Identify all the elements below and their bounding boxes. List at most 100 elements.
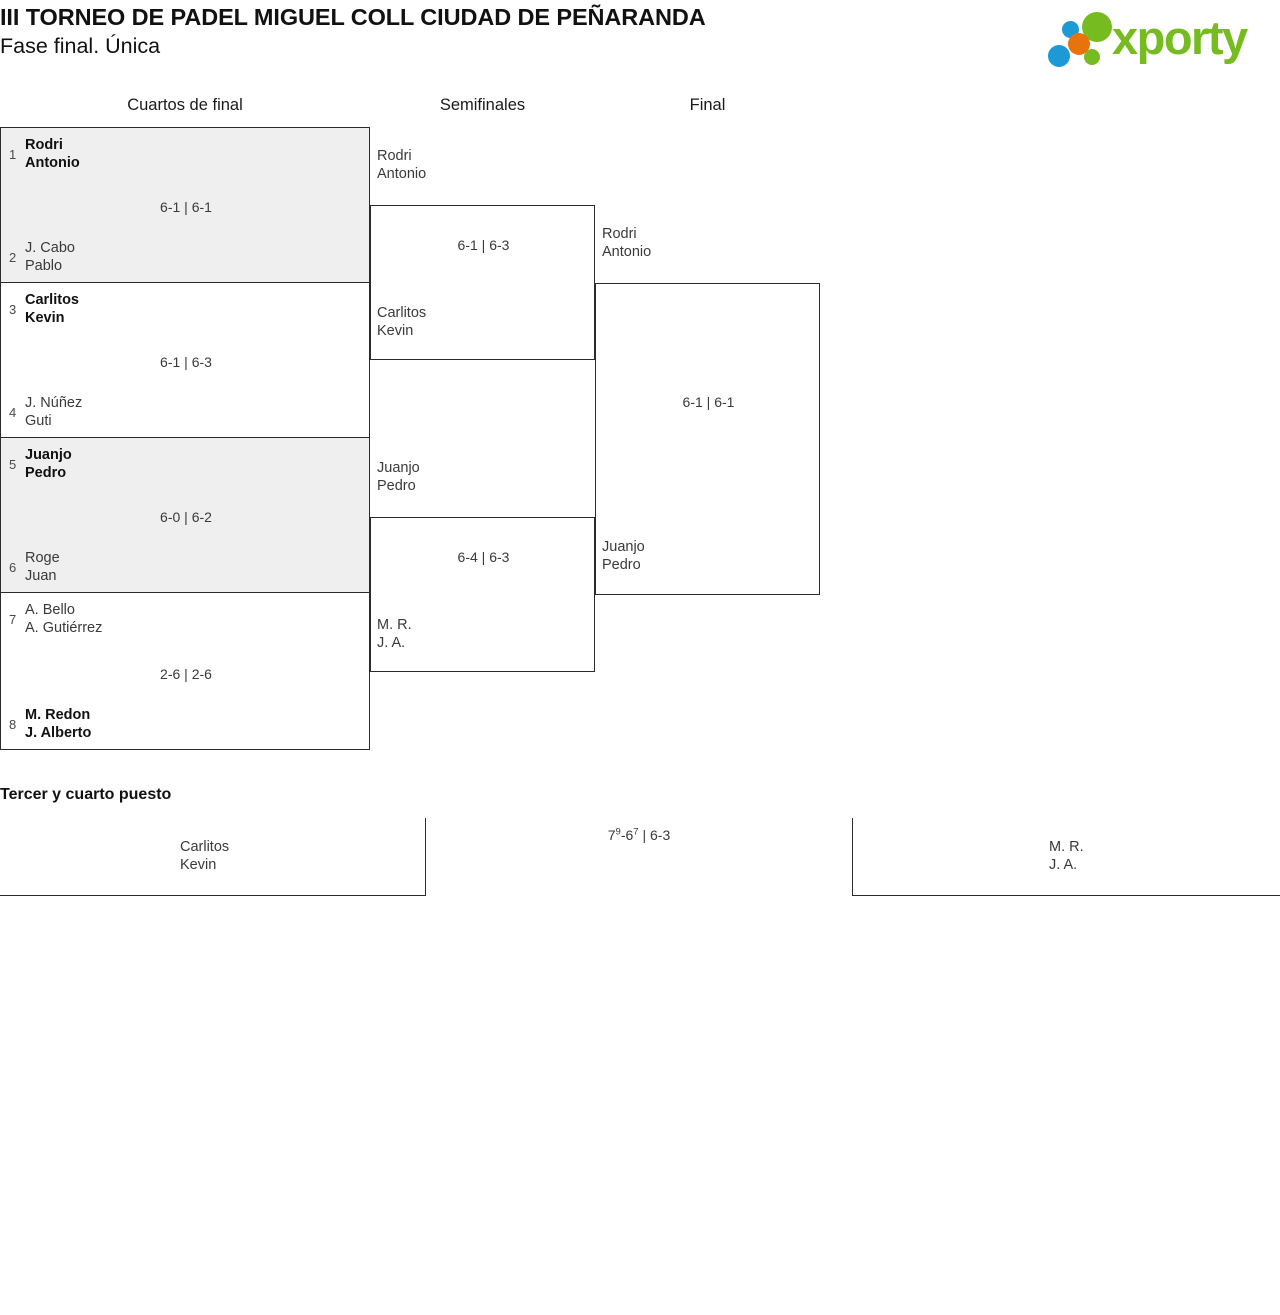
final-name-bottom-2: Pedro bbox=[602, 556, 641, 573]
qf3-score: 6-0 | 6-2 bbox=[160, 509, 212, 525]
qf4-name-top-2: A. Gutiérrez bbox=[25, 619, 103, 636]
tournament-subtitle: Fase final. Única bbox=[0, 34, 161, 58]
tp-score-s1b: -6 bbox=[620, 827, 634, 843]
sf2-score: 6-4 | 6-3 bbox=[457, 549, 510, 565]
tp-score-rest: | 6-3 bbox=[638, 827, 671, 843]
qf1-name-bottom-1: J. Cabo bbox=[25, 240, 75, 256]
qf4-team-top: 7 A. Bello A. Gutiérrez bbox=[9, 602, 102, 637]
logo-dot-orange bbox=[1068, 33, 1090, 55]
logo-dot-green-small bbox=[1084, 49, 1100, 65]
qf4-names-bottom: M. Redon J. Alberto bbox=[25, 707, 91, 742]
sf1-name-top-2: Antonio bbox=[377, 165, 427, 182]
match-quarterfinal-4[interactable]: 7 A. Bello A. Gutiérrez 2-6 | 2-6 8 M. R… bbox=[0, 592, 370, 750]
qf2-name-bottom-2: Guti bbox=[25, 412, 52, 429]
qf2-names-bottom: J. Núñez Guti bbox=[25, 395, 82, 430]
match-quarterfinal-1[interactable]: 1 Rodri Antonio 6-1 | 6-1 2 J. Cabo Pabl… bbox=[0, 127, 370, 282]
qf3-names-bottom: Roge Juan bbox=[25, 550, 60, 585]
page-header: III TORNEO DE PADEL MIGUEL COLL CIUDAD D… bbox=[0, 0, 1280, 80]
match-semifinal-1[interactable]: 6-1 | 6-3 bbox=[370, 205, 595, 360]
qf3-team-top: 5 Juanjo Pedro bbox=[9, 447, 72, 482]
sf2-name-bottom-2: J. A. bbox=[377, 634, 406, 651]
qf4-seed-bottom: 8 bbox=[9, 716, 17, 732]
sf1-name-top-1: Rodri bbox=[377, 148, 412, 164]
bracket-canvas: 1 Rodri Antonio 6-1 | 6-1 2 J. Cabo Pabl… bbox=[0, 127, 820, 750]
qf1-names-bottom: J. Cabo Pablo bbox=[25, 240, 75, 275]
qf3-name-bottom-1: Roge bbox=[25, 550, 60, 566]
round-header-semifinals: Semifinales bbox=[439, 96, 526, 114]
tournament-title: III TORNEO DE PADEL MIGUEL COLL CIUDAD D… bbox=[0, 4, 706, 30]
sf1-names-bottom: Carlitos Kevin bbox=[377, 305, 426, 340]
third-place-score: 79-67 | 6-3 bbox=[426, 827, 852, 843]
qf2-name-top-2: Kevin bbox=[25, 309, 65, 326]
qf3-name-top-2: Pedro bbox=[25, 464, 67, 481]
sf1-names-top: Rodri Antonio bbox=[377, 148, 426, 183]
qf4-team-bottom: 8 M. Redon J. Alberto bbox=[9, 707, 91, 742]
qf4-name-bottom-1: M. Redon bbox=[25, 707, 91, 723]
logo-dot-blue-large bbox=[1048, 45, 1070, 67]
qf1-seed-top: 1 bbox=[9, 146, 17, 162]
sf2-name-top-2: Pedro bbox=[377, 477, 416, 494]
qf1-team-top: 1 Rodri Antonio bbox=[9, 137, 80, 172]
match-quarterfinal-2[interactable]: 3 Carlitos Kevin 6-1 | 6-3 4 J. Núñez Gu… bbox=[0, 282, 370, 437]
qf2-names-top: Carlitos Kevin bbox=[25, 292, 79, 327]
qf2-seed-bottom: 4 bbox=[9, 404, 17, 420]
qf1-name-bottom-2: Pablo bbox=[25, 257, 63, 274]
third-place-title: Tercer y cuarto puesto bbox=[0, 786, 172, 803]
qf4-name-bottom-2: J. Alberto bbox=[25, 724, 92, 741]
qf4-seed-top: 7 bbox=[9, 611, 17, 627]
qf1-score: 6-1 | 6-1 bbox=[160, 199, 212, 215]
tp-score-s1b-tiebreak: 7 bbox=[633, 826, 639, 838]
third-place-right-names: M. R. J. A. bbox=[1049, 839, 1084, 874]
title-block: III TORNEO DE PADEL MIGUEL COLL CIUDAD D… bbox=[0, 2, 900, 61]
match-semifinal-2[interactable]: 6-4 | 6-3 bbox=[370, 517, 595, 672]
third-place-left-name-2: Kevin bbox=[180, 856, 217, 873]
round-header-final: Final bbox=[689, 96, 726, 114]
final-name-bottom-1: Juanjo bbox=[602, 539, 645, 555]
sf1-score: 6-1 | 6-3 bbox=[457, 237, 510, 253]
sf2-name-top-1: Juanjo bbox=[377, 460, 420, 476]
sf1-name-bottom-2: Kevin bbox=[377, 322, 414, 339]
qf3-seed-top: 5 bbox=[9, 456, 17, 472]
qf2-name-bottom-1: J. Núñez bbox=[25, 395, 83, 411]
sf2-names-bottom: M. R. J. A. bbox=[377, 617, 412, 652]
final-name-top-2: Antonio bbox=[602, 243, 652, 260]
qf1-seed-bottom: 2 bbox=[9, 249, 17, 265]
qf2-score: 6-1 | 6-3 bbox=[160, 354, 212, 370]
third-place-left-box[interactable]: Carlitos Kevin bbox=[0, 818, 426, 896]
qf2-seed-top: 3 bbox=[9, 301, 17, 317]
xporty-logo[interactable]: xporty bbox=[1032, 8, 1272, 68]
qf1-name-top-2: Antonio bbox=[25, 154, 80, 171]
logo-dots-icon bbox=[1040, 10, 1112, 67]
third-place-left-names: Carlitos Kevin bbox=[180, 839, 229, 874]
qf3-seed-bottom: 6 bbox=[9, 559, 17, 575]
third-place-right-box[interactable]: M. R. J. A. bbox=[852, 818, 1280, 896]
final-name-top-1: Rodri bbox=[602, 226, 637, 242]
sf2-name-bottom-1: M. R. bbox=[377, 617, 412, 633]
qf1-team-bottom: 2 J. Cabo Pablo bbox=[9, 240, 75, 275]
third-place-right-name-1: M. R. bbox=[1049, 839, 1084, 855]
match-quarterfinal-3[interactable]: 5 Juanjo Pedro 6-0 | 6-2 6 Roge Juan bbox=[0, 437, 370, 592]
sf2-names-top: Juanjo Pedro bbox=[377, 460, 420, 495]
qf4-name-top-1: A. Bello bbox=[25, 602, 75, 618]
qf2-team-top: 3 Carlitos Kevin bbox=[9, 292, 79, 327]
tp-score-s1a: 7 bbox=[607, 827, 616, 843]
round-header-quarterfinals: Cuartos de final bbox=[127, 96, 243, 114]
third-place-right-name-2: J. A. bbox=[1049, 856, 1078, 873]
final-names-top: Rodri Antonio bbox=[602, 226, 651, 261]
final-names-bottom: Juanjo Pedro bbox=[602, 539, 645, 574]
tp-score-s1a-tiebreak: 9 bbox=[615, 826, 621, 838]
qf3-names-top: Juanjo Pedro bbox=[25, 447, 72, 482]
qf3-name-top-1: Juanjo bbox=[25, 447, 72, 463]
third-place-left-name-1: Carlitos bbox=[180, 839, 230, 855]
final-score: 6-1 | 6-1 bbox=[682, 394, 735, 410]
logo-wordmark: xporty bbox=[1112, 11, 1248, 64]
qf1-names-top: Rodri Antonio bbox=[25, 137, 80, 172]
qf3-team-bottom: 6 Roge Juan bbox=[9, 550, 60, 585]
qf4-score: 2-6 | 2-6 bbox=[160, 666, 212, 682]
qf3-name-bottom-2: Juan bbox=[25, 567, 57, 584]
qf2-team-bottom: 4 J. Núñez Guti bbox=[9, 395, 82, 430]
match-final[interactable]: 6-1 | 6-1 bbox=[595, 283, 820, 595]
qf4-names-top: A. Bello A. Gutiérrez bbox=[25, 602, 102, 637]
qf2-name-top-1: Carlitos bbox=[25, 292, 79, 308]
qf1-name-top-1: Rodri bbox=[25, 137, 63, 153]
